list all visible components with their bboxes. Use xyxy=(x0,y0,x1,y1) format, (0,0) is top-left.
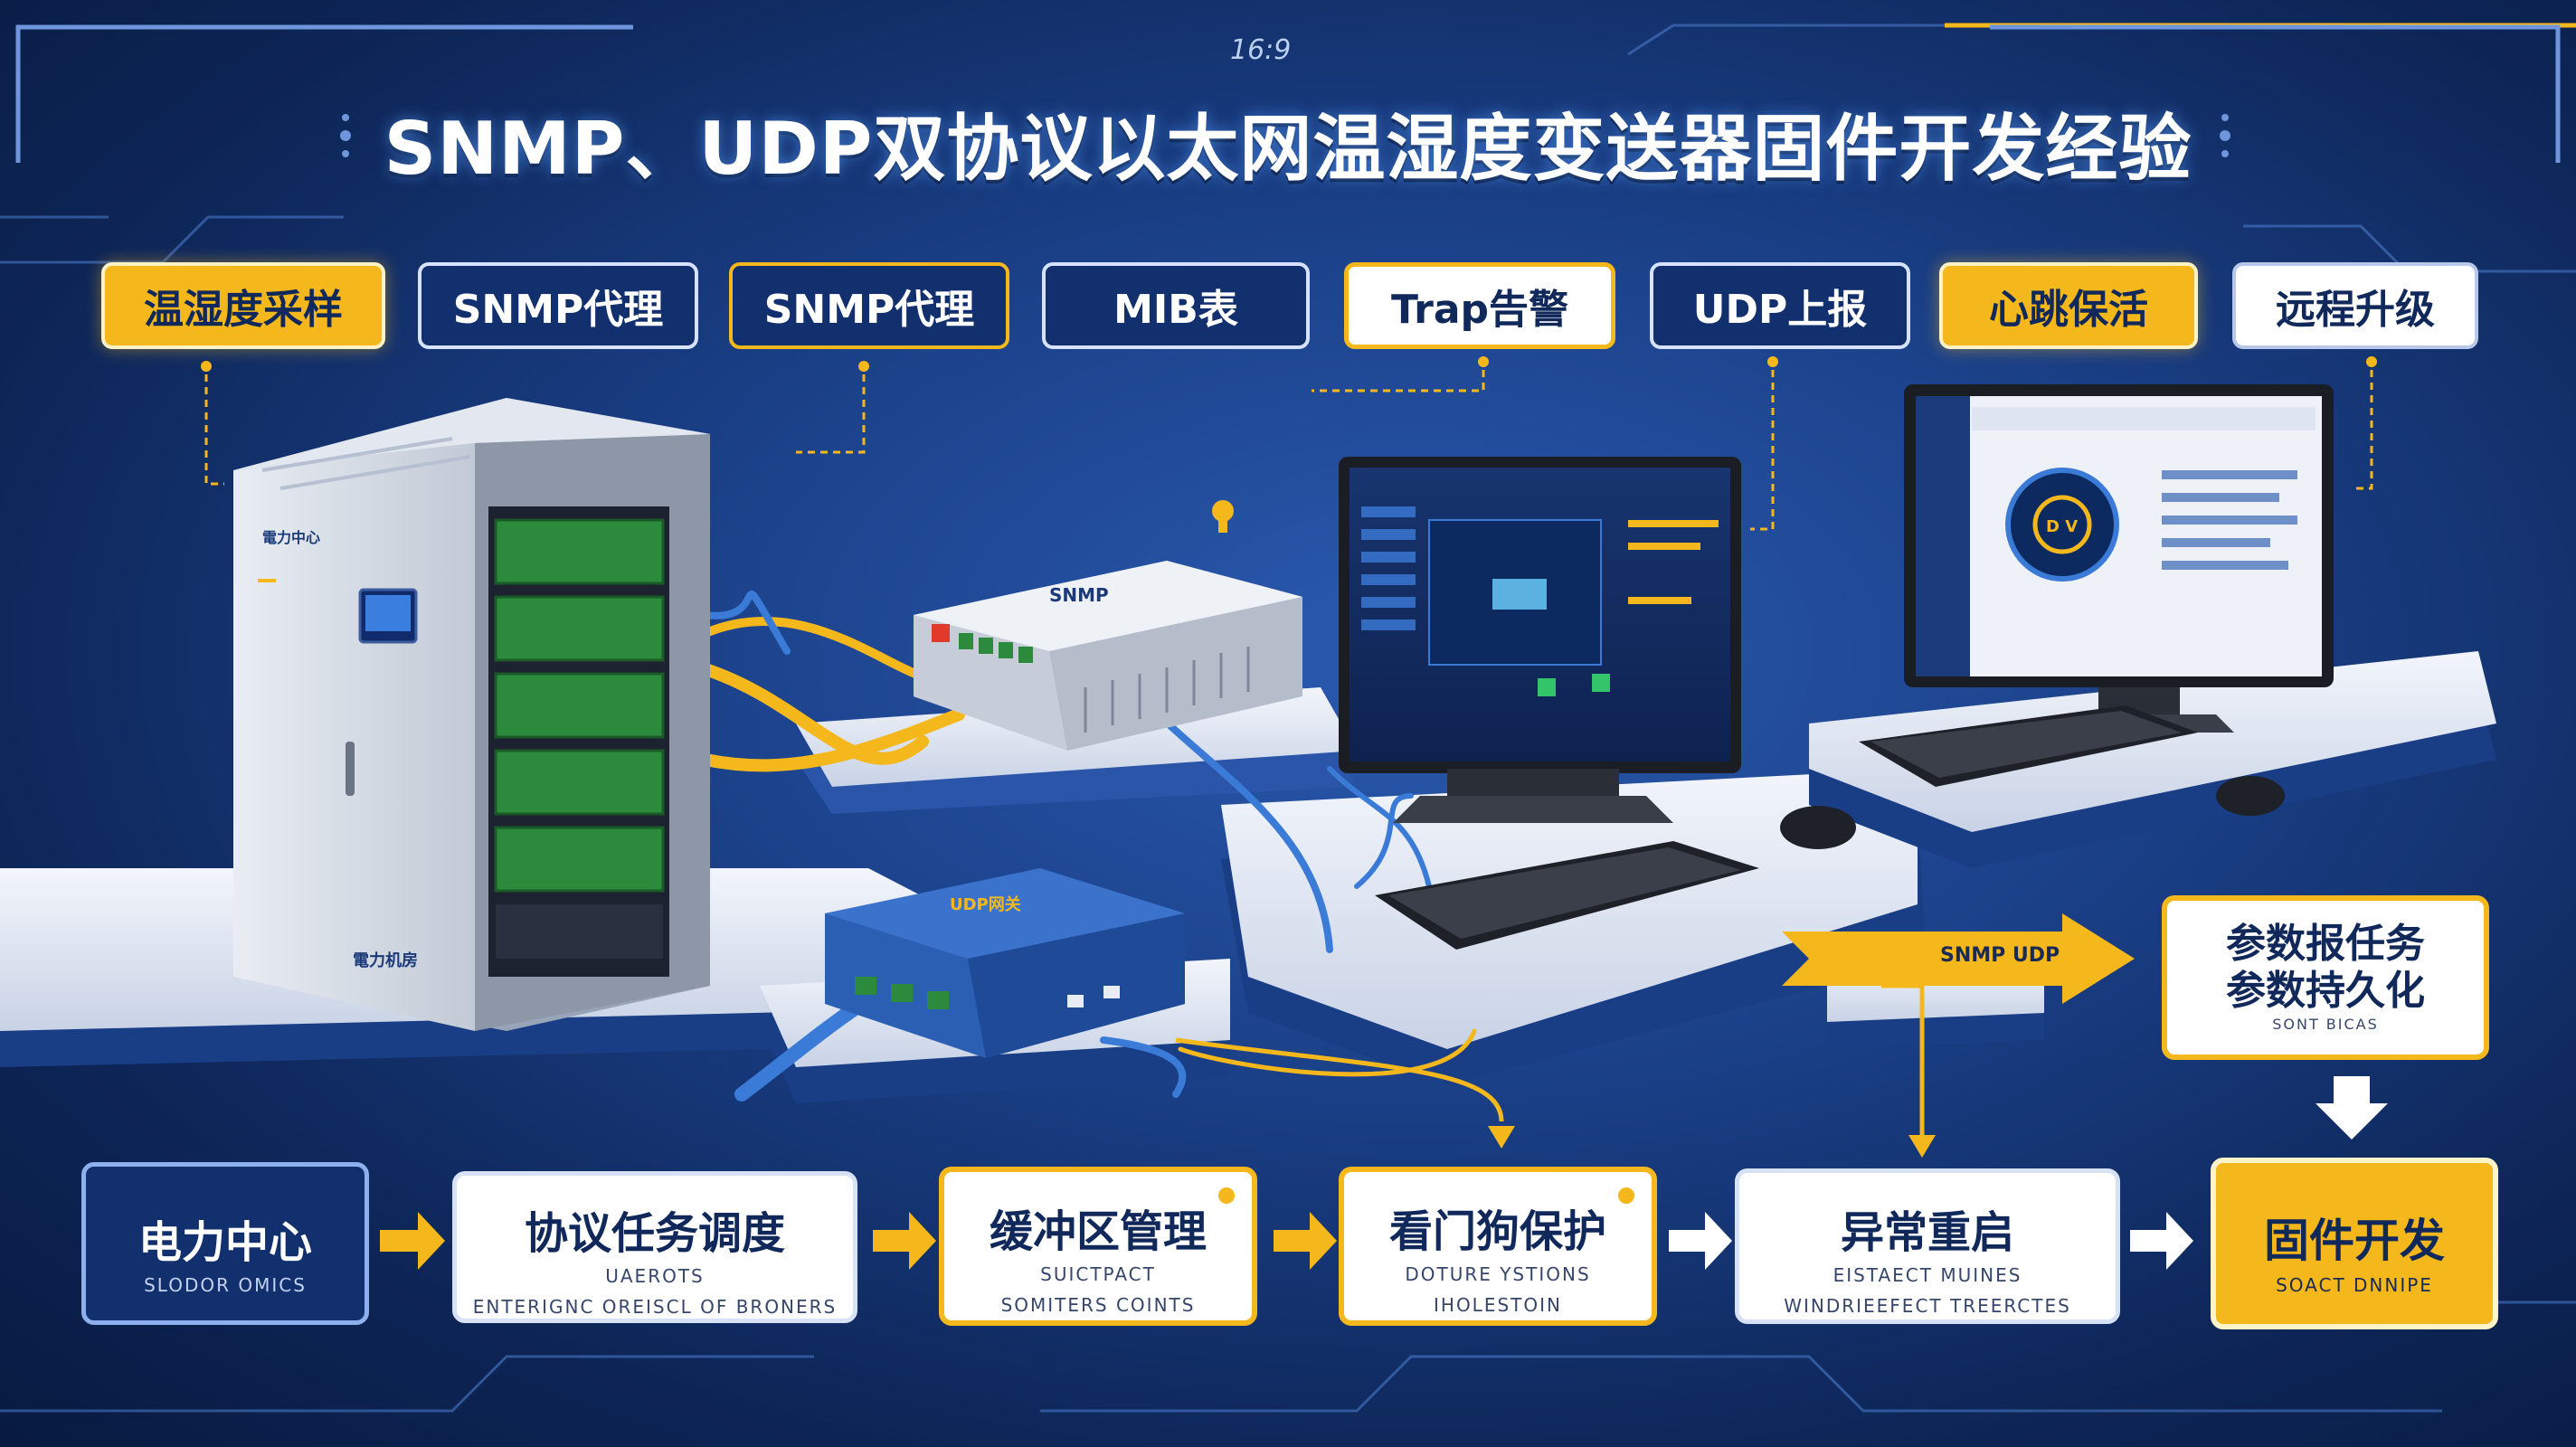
flow-card-sub: EISTAECT MUINES xyxy=(1833,1264,2022,1286)
flow-arrow-large xyxy=(1782,913,2135,1004)
flow-card-watchdog: 看门狗保护 DOTURE YSTIONS IHOLESTOIN xyxy=(1339,1167,1657,1326)
side-card-parameters: 参数报任务 参数持久化 SONT BICAS xyxy=(2162,895,2489,1060)
side-card-down-arrow xyxy=(2316,1076,2388,1140)
keyboard-center xyxy=(1375,841,1759,950)
label-heartbeat-keepalive: 心跳保活 xyxy=(1939,262,2198,349)
side-card-line-2: 参数持久化 xyxy=(2226,968,2425,1014)
flow-guide-heads xyxy=(1488,1126,1936,1158)
title-decoration xyxy=(340,114,2230,157)
circuit-lines xyxy=(0,24,2576,1413)
arrow-label: SNMP UDP xyxy=(1940,944,2060,967)
udp-router: UDP网关 xyxy=(825,868,1185,1058)
flow-card-title: 异常重启 xyxy=(1840,1207,2014,1258)
label-connectors xyxy=(204,357,2373,531)
side-card-sub: SONT BICAS xyxy=(2272,1016,2379,1033)
connector-dots xyxy=(201,356,2377,372)
flow-card-sub: DOTURE YSTIONS xyxy=(1405,1263,1591,1285)
flow-card-exception-restart: 异常重启 EISTAECT MUINES WINDRIEEFECT TREERC… xyxy=(1735,1168,2120,1324)
flow-card-sub: WINDRIEEFECT TREERCTES xyxy=(1784,1295,2071,1317)
flow-card-sub: SLODOR OMICS xyxy=(144,1274,307,1296)
router-brand: UDP网关 xyxy=(950,894,1021,914)
flow-card-title: 缓冲区管理 xyxy=(989,1206,1207,1257)
flow-card-dot xyxy=(1216,1185,1237,1206)
server-cabinet: 電力中心 電力机房 xyxy=(233,398,710,1031)
flow-card-sub: SUICTPACT xyxy=(1040,1263,1156,1285)
monitor-badge: D V xyxy=(2046,517,2078,536)
flow-arrows xyxy=(380,1212,2193,1270)
label-udp-report: UDP上报 xyxy=(1650,262,1910,349)
flow-card-firmware-development: 固件开发 SOACT DNNIPE xyxy=(2211,1158,2498,1329)
corner-accents xyxy=(0,23,2576,1015)
label-mib-table: MIB表 xyxy=(1042,262,1310,349)
flow-card-sub: UAEROTS xyxy=(605,1265,705,1287)
flow-card-protocol-scheduling: 协议任务调度 UAEROTS ENTERIGNC OREISCL OF BRON… xyxy=(452,1171,857,1323)
label-snmp-agent-secondary: SNMP代理 xyxy=(729,262,1009,349)
switch-brand: SNMP xyxy=(1049,584,1109,606)
flow-card-title: 看门狗保护 xyxy=(1388,1206,1606,1257)
flow-card-title: 固件开发 xyxy=(2264,1215,2445,1267)
label-trap-alarm: Trap告警 xyxy=(1344,262,1615,349)
monitor-center xyxy=(1339,457,1741,823)
mouse-right xyxy=(2216,776,2285,816)
cabinet-plate: 電力机房 xyxy=(353,950,418,970)
flow-card-sub: IHOLESTOIN xyxy=(1434,1294,1562,1316)
flow-card-sub: ENTERIGNC OREISCL OF BRONERS xyxy=(472,1296,838,1318)
bulb-icon xyxy=(1212,500,1234,533)
label-temperature-humidity-sampling: 温湿度采样 xyxy=(101,262,385,349)
flow-guides xyxy=(1175,983,1925,1140)
network-switch: SNMP xyxy=(914,561,1302,751)
cabinet-brand: 電力中心 xyxy=(262,529,320,546)
flow-card-buffer-management: 缓冲区管理 SUICTPACT SOMITERS COINTS xyxy=(939,1167,1257,1326)
flow-card-sub: SOACT DNNIPE xyxy=(2276,1274,2433,1296)
label-remote-upgrade: 远程升级 xyxy=(2232,262,2478,349)
label-snmp-agent: SNMP代理 xyxy=(418,262,698,349)
side-card-line-1: 参数报任务 xyxy=(2226,921,2425,967)
flow-card-sub: SOMITERS COINTS xyxy=(1000,1294,1196,1316)
monitor-right: D V xyxy=(1904,384,2334,733)
mouse-center xyxy=(1780,806,1856,849)
keyboard-right xyxy=(1859,705,2198,787)
ratio-label: 16:9 xyxy=(1230,34,1292,66)
flow-card-power-center: 电力中心 SLODOR OMICS xyxy=(81,1162,369,1325)
flow-card-title: 电力中心 xyxy=(137,1217,312,1268)
page-title: SNMP、UDP双协议以太网温湿度变送器固件开发经验 xyxy=(384,107,2192,191)
flow-card-dot xyxy=(1615,1185,1637,1206)
flow-card-title: 协议任务调度 xyxy=(524,1208,785,1259)
